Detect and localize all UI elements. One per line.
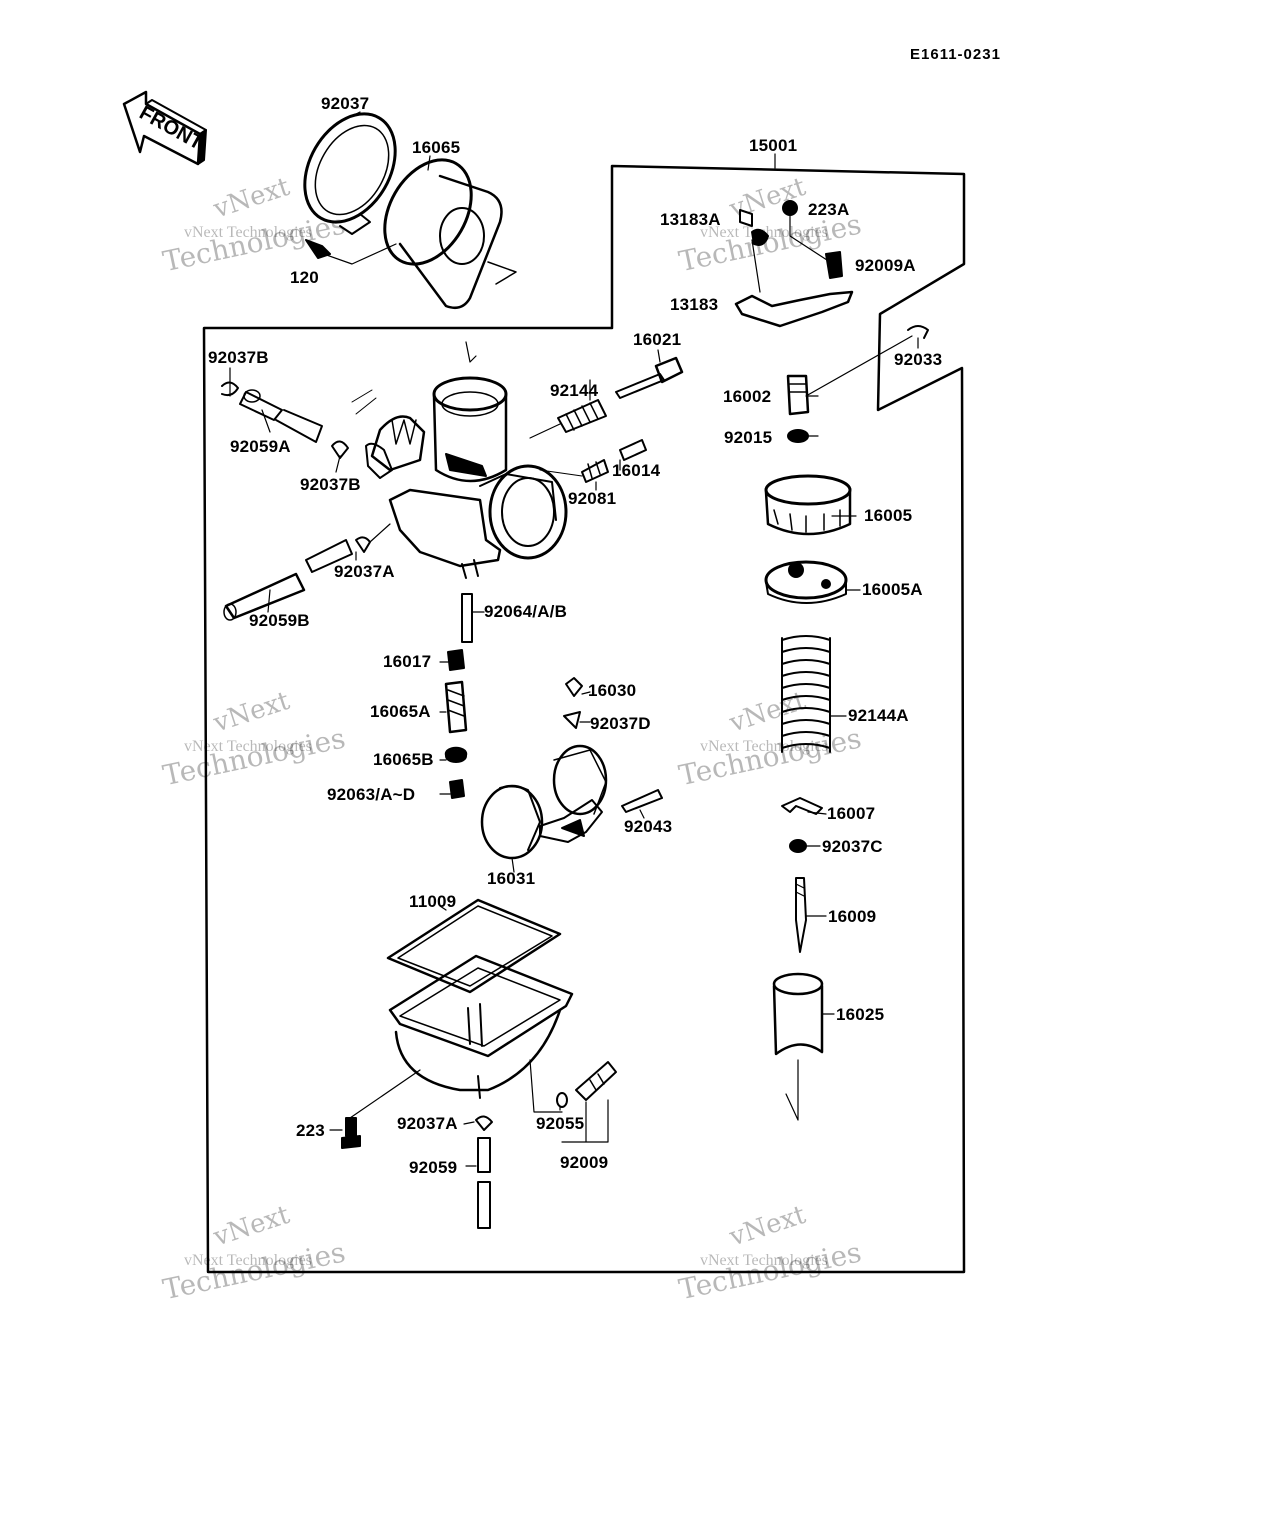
part-label: 92037D <box>590 714 651 733</box>
part-label: 16030 <box>588 681 637 700</box>
part-label: 92059A <box>230 437 291 456</box>
part-label: 223A <box>808 200 850 219</box>
carburetor-body-drawing <box>351 341 568 579</box>
part-label: 92015 <box>724 428 773 447</box>
slide-assembly-drawing <box>764 325 929 1121</box>
part-label: 16005A <box>862 580 923 599</box>
part-label: 92064/A/B <box>484 602 568 621</box>
part-label: 223 <box>296 1121 325 1140</box>
part-label: 13183 <box>670 295 719 314</box>
part-label: 16014 <box>612 461 661 480</box>
part-label: 16002 <box>723 387 772 406</box>
part-label: 92081 <box>568 489 617 508</box>
part-label: 16031 <box>487 869 536 888</box>
part-label: 16065A <box>370 702 431 721</box>
part-label: 92144A <box>848 706 909 725</box>
part-label: 92009A <box>855 256 916 275</box>
part-label: 16005 <box>864 506 913 525</box>
hoses-left-drawing <box>221 367 391 621</box>
float-bowl-drawing <box>329 898 617 1229</box>
part-label: 92037B <box>208 348 269 367</box>
part-label: 92043 <box>624 817 673 836</box>
part-label: 92033 <box>894 350 943 369</box>
part-label: 16017 <box>383 652 432 671</box>
part-label: 92037A <box>334 562 395 581</box>
joint-16065-drawing <box>383 158 517 309</box>
part-label: 92009 <box>560 1153 609 1172</box>
jets-drawing <box>439 593 485 799</box>
part-label: 92037C <box>822 837 883 856</box>
part-label: 92037B <box>300 475 361 494</box>
clamp-92037-drawing <box>303 112 397 259</box>
float-drawing <box>480 677 663 873</box>
part-label: 120 <box>290 268 319 287</box>
part-label: 16025 <box>836 1005 885 1024</box>
assembly-outline <box>202 164 966 1274</box>
part-label: 16009 <box>828 907 877 926</box>
document-code: E1611-0231 <box>910 46 1001 63</box>
part-label: 92037A <box>397 1114 458 1133</box>
part-label: 15001 <box>749 136 798 155</box>
part-label: 16007 <box>827 804 876 823</box>
part-label: 92059B <box>249 611 310 630</box>
part-label: 11009 <box>409 892 457 911</box>
part-label: 92144 <box>550 381 599 400</box>
part-label: 92037 <box>321 94 370 113</box>
part-label: 16065B <box>373 750 434 769</box>
part-label: 16065 <box>412 138 461 157</box>
part-label: 92063/A~D <box>327 785 416 804</box>
screws-springs-drawing <box>529 349 684 491</box>
choke-lever-drawing <box>734 200 854 328</box>
part-label: 16021 <box>633 330 682 349</box>
front-arrow-icon: FRONT <box>122 90 207 166</box>
part-label: 13183A <box>660 210 721 229</box>
part-label: 92055 <box>536 1114 585 1133</box>
part-label: 92059 <box>409 1158 458 1177</box>
